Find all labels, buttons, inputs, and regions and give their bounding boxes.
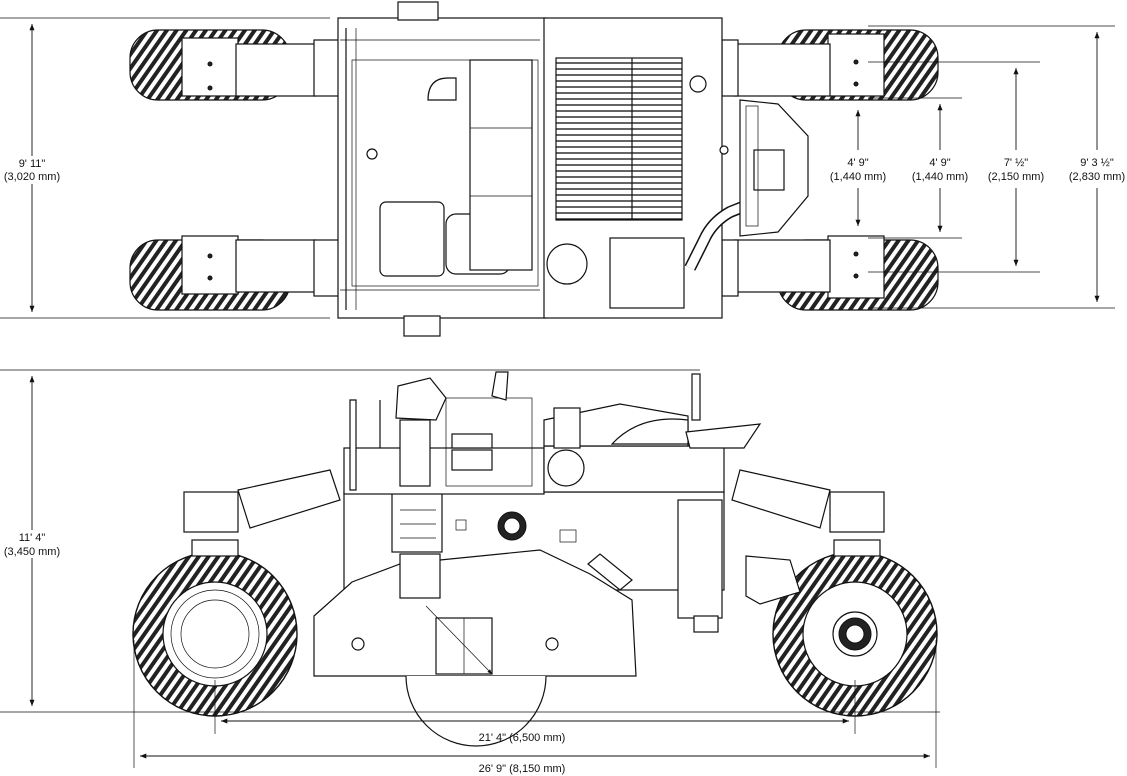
width-dim-ft: 9' 11" <box>19 158 46 170</box>
track-a-dim-mm: (1,440 mm) <box>830 171 886 183</box>
wheelbase-dim: 21' 4" (6,500 mm) <box>479 732 566 744</box>
wheel-span-dim-ft: 7' ½" <box>1004 157 1028 169</box>
track-b-dim-mm: (1,440 mm) <box>912 171 968 183</box>
rear-width-dim-ft: 9' 3 ½" <box>1080 157 1114 169</box>
track-a-dim-ft: 4' 9" <box>847 157 868 169</box>
side-leg-assemblies <box>183 469 885 605</box>
rear-width-dim-mm: (2,830 mm) <box>1069 171 1125 183</box>
wheel-span-dim-mm: (2,150 mm) <box>988 171 1044 183</box>
height-dim-ft: 11' 4" <box>19 532 46 544</box>
overall-length-dim: 26' 9" (8,150 mm) <box>479 763 566 775</box>
side-view: 11' 4" (3,450 mm) 21' 4" (6,500 mm) 26' … <box>0 369 940 775</box>
side-rear-wheel <box>772 551 938 717</box>
side-front-wheel <box>132 551 298 717</box>
top-extension-lines <box>0 17 1115 319</box>
track-b-dim-ft: 4' 9" <box>929 157 950 169</box>
top-view: 9' 11" (3,020 mm) 4' 9" (1,440 mm) 4' 9"… <box>0 1 1125 337</box>
side-extension-lines <box>0 369 940 768</box>
width-dim-mm: (3,020 mm) <box>4 171 60 183</box>
side-main-body <box>313 371 762 747</box>
top-main-frame <box>337 1 809 337</box>
top-leg-housings <box>181 33 885 299</box>
side-dimension-texts: 11' 4" (3,450 mm) 21' 4" (6,500 mm) 26' … <box>0 530 565 775</box>
top-dimension-texts: 9' 11" (3,020 mm) 4' 9" (1,440 mm) 4' 9"… <box>2 156 1125 184</box>
height-dim-mm: (3,450 mm) <box>4 546 60 558</box>
